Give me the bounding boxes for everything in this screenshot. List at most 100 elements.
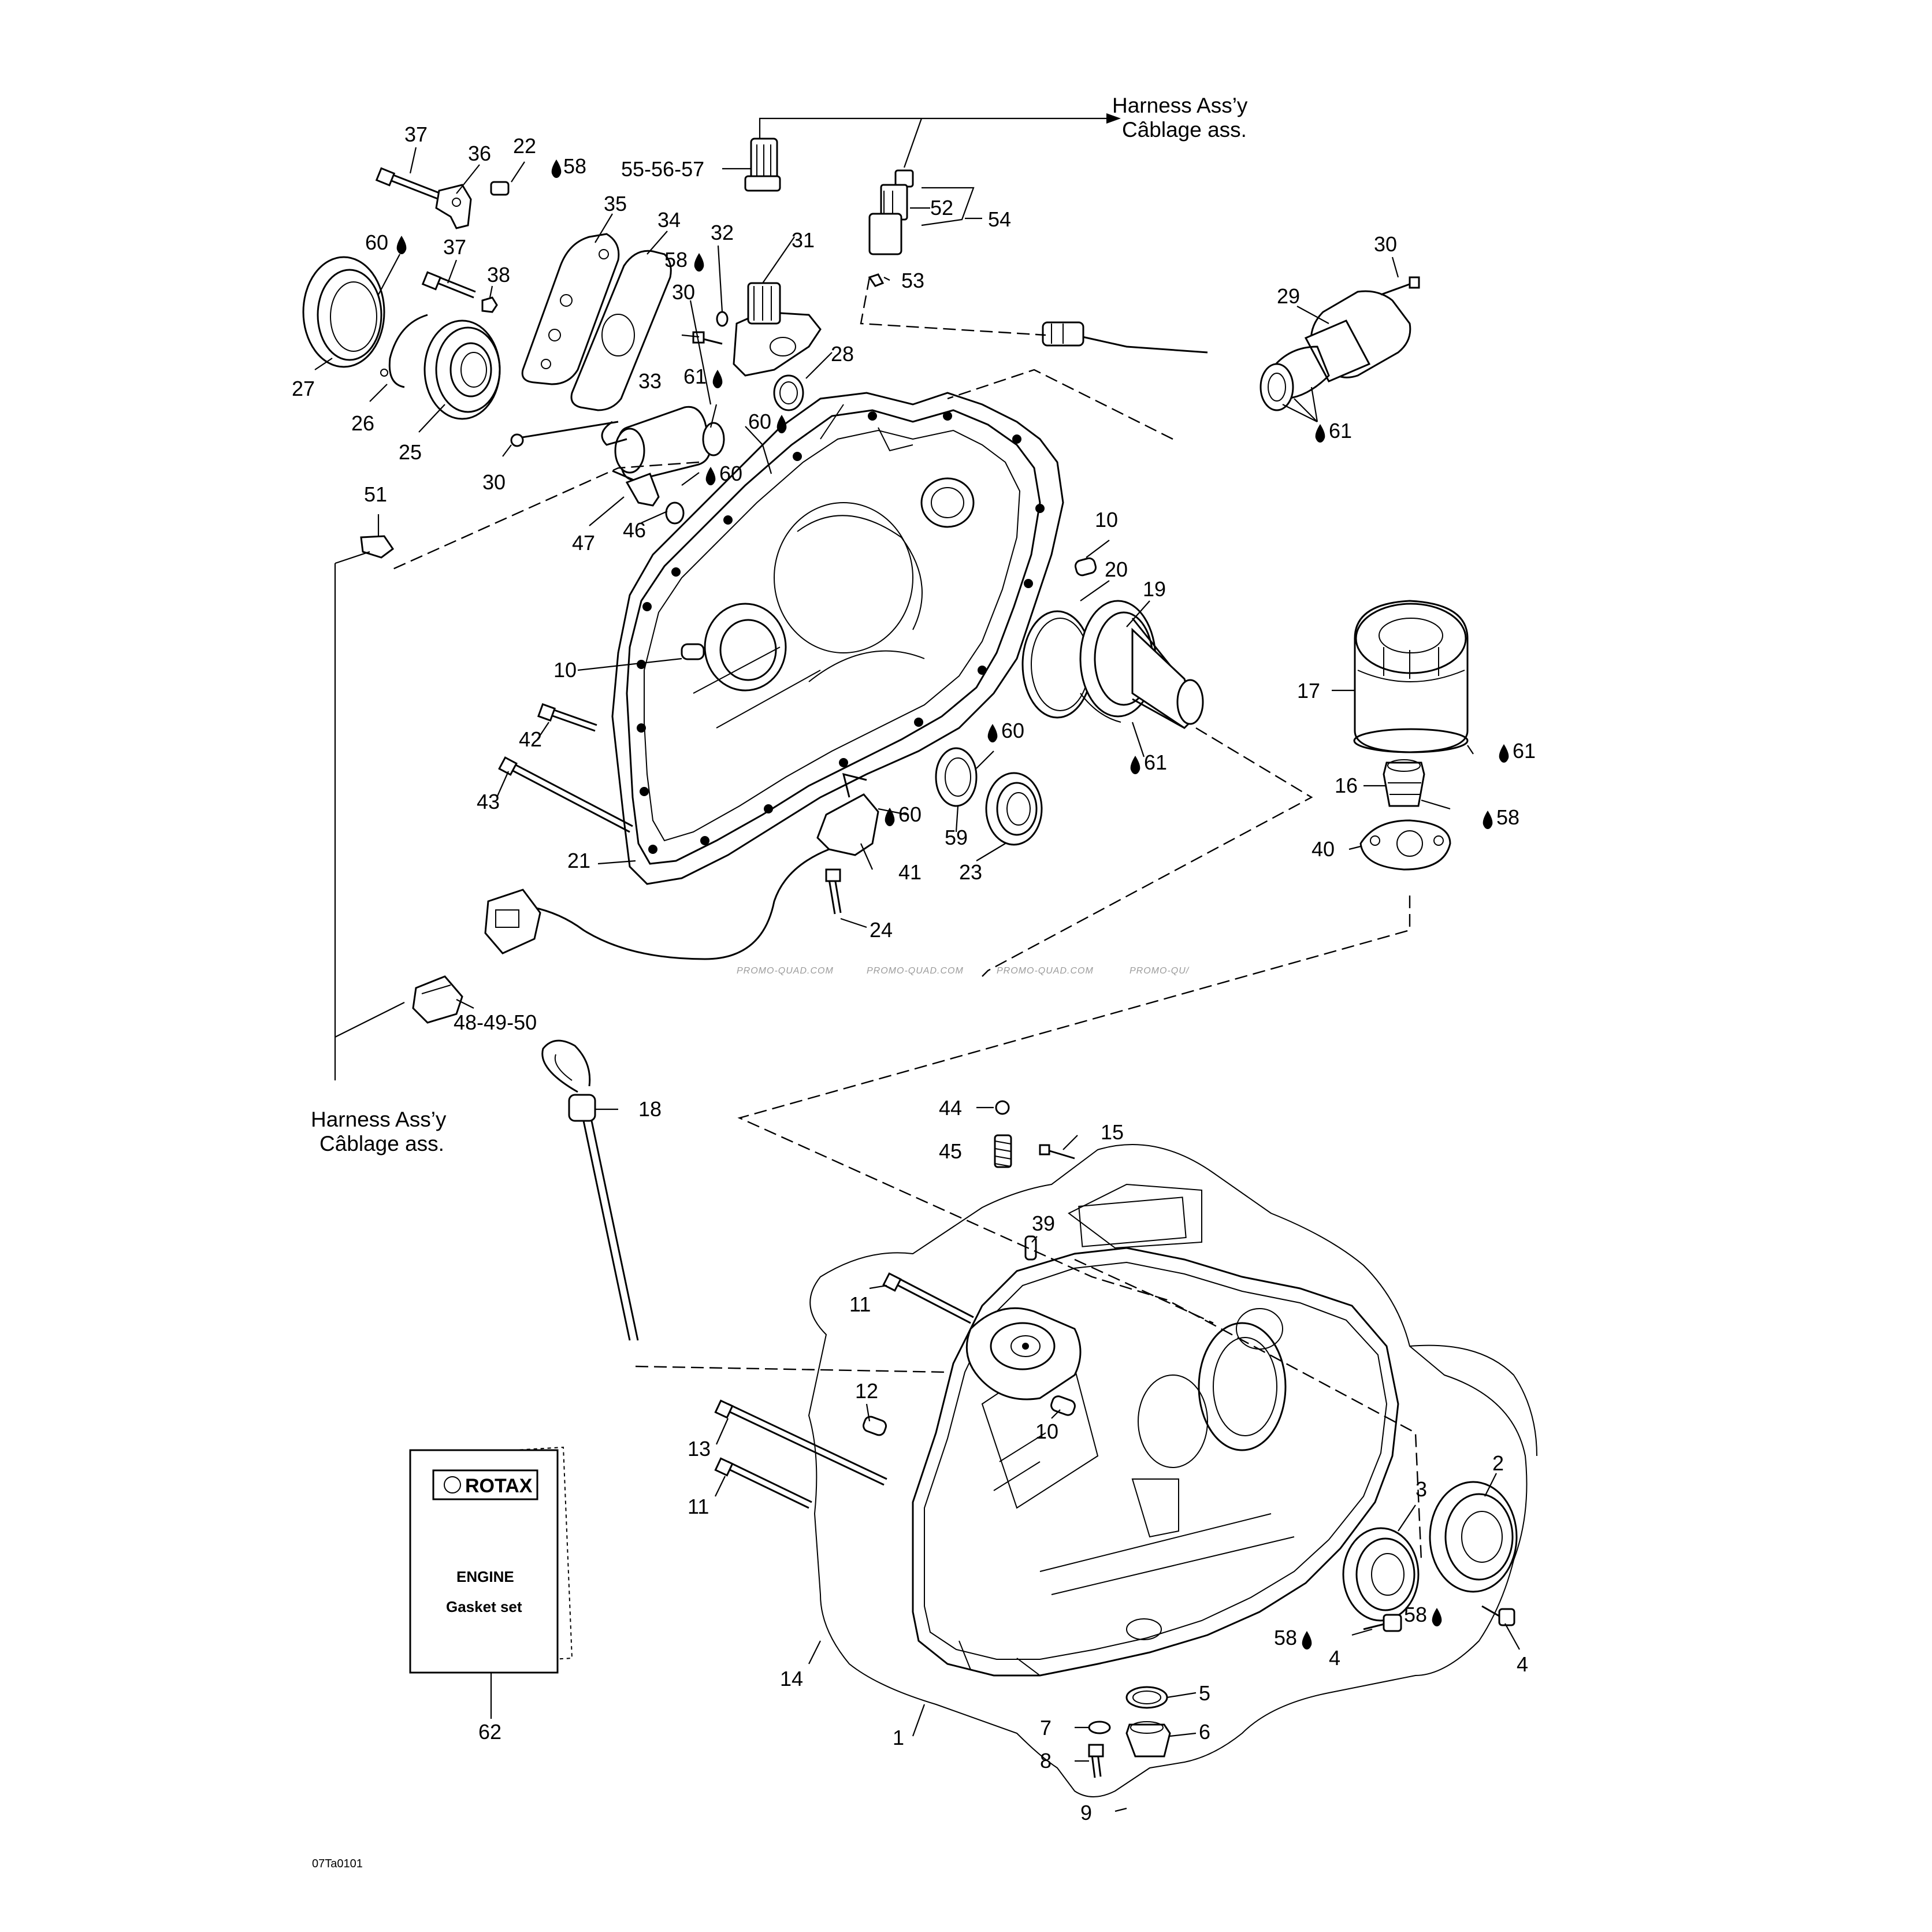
callout-62: 62 <box>478 1720 501 1744</box>
sensor-47 <box>612 470 660 507</box>
leader-lines <box>314 147 1520 1812</box>
connector-55-56-57 <box>744 138 781 192</box>
oring-46 <box>665 501 685 525</box>
callout-18: 18 <box>638 1097 662 1121</box>
callout-2: 2 <box>1492 1451 1504 1475</box>
dowel-10-a <box>1074 557 1097 577</box>
watermark-2: PROMO-QUAD.COM <box>867 966 964 976</box>
callout-22: 22 <box>513 134 536 158</box>
callout-27: 27 <box>292 377 315 400</box>
callout-60-b: 60 <box>748 410 771 433</box>
solenoid-29 <box>1042 290 1411 411</box>
callout-47: 47 <box>572 531 595 555</box>
watermark-1: PROMO-QUAD.COM <box>737 966 834 976</box>
gasket-set-booklet <box>409 1446 573 1674</box>
callout-32: 32 <box>711 221 734 244</box>
callout-25: 25 <box>399 440 422 464</box>
connector-51 <box>360 535 395 559</box>
dowel-10-b <box>681 643 705 660</box>
callout-23: 23 <box>959 860 982 884</box>
callout-10-left: 10 <box>553 658 577 682</box>
screw-30-c <box>1380 276 1420 296</box>
callout-43: 43 <box>477 790 500 813</box>
callout-51: 51 <box>364 482 387 506</box>
callout-48-49-50: 48-49-50 <box>454 1010 537 1034</box>
harness-top-line2: Câblage ass. <box>1122 118 1247 142</box>
bolt-11-b <box>714 1457 812 1509</box>
oil-drop-icon <box>705 467 716 485</box>
oring-28 <box>773 374 804 411</box>
bolt-13 <box>714 1399 887 1486</box>
callout-31: 31 <box>792 228 815 252</box>
oil-drop-icon <box>694 253 704 272</box>
callout-6: 6 <box>1199 1720 1210 1744</box>
callout-14: 14 <box>780 1667 803 1690</box>
callout-7: 7 <box>1040 1716 1052 1740</box>
bearing-25 <box>423 319 501 420</box>
callout-19: 19 <box>1143 577 1166 601</box>
callout-11-b: 11 <box>688 1495 709 1518</box>
callout-30-mid: 30 <box>672 280 695 304</box>
oil-drop-icon <box>1302 1631 1312 1649</box>
callout-58-lower-a: 58 <box>1274 1626 1297 1649</box>
callout-60-d: 60 <box>898 802 922 826</box>
harness-top-line1: Harness Ass’y <box>1112 94 1248 117</box>
booklet-line1: ENGINE <box>456 1568 514 1585</box>
harness-left-line2: Câblage ass. <box>319 1132 444 1156</box>
bearing-3 <box>1342 1527 1420 1622</box>
oil-drop-icon <box>1130 756 1140 774</box>
bolt-37-b <box>421 271 476 299</box>
callout-38: 38 <box>487 263 510 287</box>
washer-7 <box>1088 1721 1111 1734</box>
crankcase-gasket <box>808 1144 1537 1797</box>
bolt-37-a <box>375 167 441 200</box>
harness-label-left: Harness Ass’y Câblage ass. <box>311 1108 447 1156</box>
callout-41: 41 <box>898 860 922 884</box>
oil-drop-icon <box>1499 744 1509 763</box>
callout-11-a: 11 <box>849 1292 871 1316</box>
callout-34: 34 <box>657 208 681 232</box>
callout-60-left: 60 <box>365 231 388 254</box>
dowel-12 <box>863 1415 887 1436</box>
plug-4-a <box>1363 1614 1402 1632</box>
callout-4-b: 4 <box>1517 1652 1528 1676</box>
callout-5: 5 <box>1199 1681 1210 1705</box>
shaft-19 <box>1079 600 1204 729</box>
image-code: 07Ta0101 <box>312 1857 363 1870</box>
clip-53 <box>868 273 885 287</box>
callout-10-right: 10 <box>1095 508 1118 532</box>
callout-61-a: 61 <box>683 365 707 388</box>
watermarks: PROMO-QUAD.COM PROMO-QUAD.COM PROMO-QUAD… <box>737 966 1190 976</box>
watermark-4: PROMO-QU/ <box>1130 966 1190 976</box>
ball-44 <box>995 1100 1010 1115</box>
callout-39: 39 <box>1032 1212 1055 1235</box>
oil-seal-27 <box>302 256 385 368</box>
callout-52: 52 <box>930 196 953 220</box>
gasket-40 <box>1359 819 1451 871</box>
callout-45: 45 <box>939 1139 962 1163</box>
bolt-15 <box>1039 1144 1075 1160</box>
crankcase-cover <box>611 392 1064 885</box>
callout-29: 29 <box>1277 284 1300 308</box>
screw-30-a <box>510 421 619 447</box>
oil-drop-icon <box>551 159 562 178</box>
callout-13: 13 <box>688 1437 711 1461</box>
oil-pump-boss <box>965 1307 1082 1400</box>
callout-9: 9 <box>1080 1801 1092 1825</box>
drain-plug-6 <box>1125 1721 1171 1758</box>
callout-3: 3 <box>1415 1477 1427 1501</box>
callout-26: 26 <box>351 411 374 435</box>
booklet-brand: ROTAX <box>465 1475 533 1497</box>
callout-58-mid: 58 <box>664 248 688 272</box>
callout-30-left: 30 <box>482 470 506 494</box>
oil-drop-icon <box>885 808 895 826</box>
booklet-text: ROTAX ENGINE Gasket set <box>446 1475 533 1615</box>
callout-8: 8 <box>1040 1749 1052 1773</box>
plug-4-b <box>1481 1605 1515 1626</box>
callout-53: 53 <box>901 269 924 292</box>
assembly-lines <box>392 277 1422 1561</box>
oil-drop-icon <box>396 236 407 254</box>
callout-33: 33 <box>638 369 662 393</box>
callout-60-e: 60 <box>1001 719 1024 742</box>
